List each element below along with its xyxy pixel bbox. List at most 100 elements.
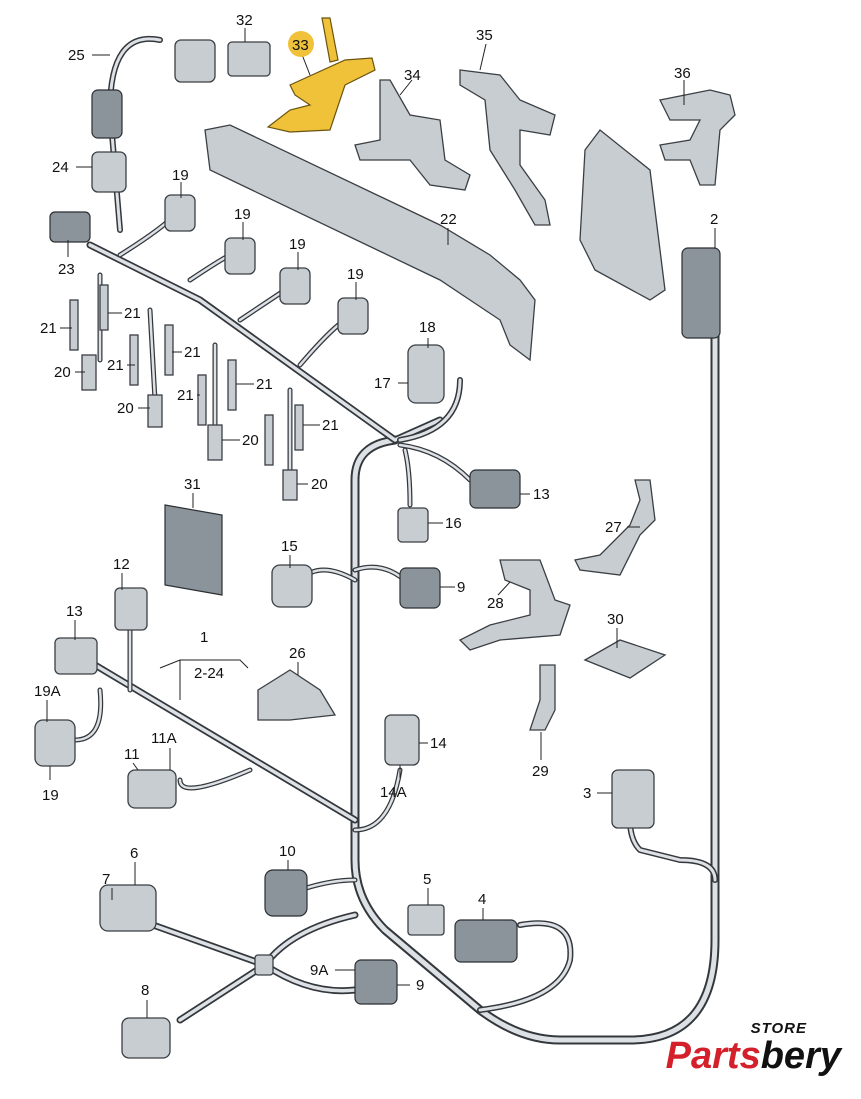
part-19-sensor-3	[279, 267, 311, 305]
part-19A-connector	[34, 719, 76, 767]
callout-13-right: 13	[533, 486, 550, 503]
callout-34: 34	[404, 67, 421, 84]
part-6-7-connector	[99, 884, 157, 932]
logo-name: Partsbery	[666, 1037, 841, 1075]
callout-21-b: 21	[124, 305, 141, 322]
callout-32: 32	[236, 12, 253, 29]
callout-13-left: 13	[66, 603, 83, 620]
part-8-connector	[121, 1017, 171, 1059]
part-30-plate	[583, 639, 667, 679]
callout-24: 24	[52, 159, 69, 176]
callout-15: 15	[281, 538, 298, 555]
callout-20-a: 20	[54, 364, 71, 381]
part-13-connector	[469, 469, 521, 509]
part-9A-connector	[354, 959, 398, 1005]
part-13-left-connector	[54, 637, 98, 675]
callout-19-b: 19	[234, 206, 251, 223]
part-28-bracket	[458, 559, 571, 651]
part-2-connector	[681, 247, 721, 339]
part-29-clip	[529, 664, 556, 731]
callout-19-d: 19	[347, 266, 364, 283]
logo-name-red: Parts	[665, 1035, 761, 1077]
callout-25: 25	[68, 47, 85, 64]
part-25-plug	[91, 89, 123, 139]
callout-5: 5	[423, 871, 431, 888]
callout-6: 6	[130, 845, 138, 862]
callout-27: 27	[605, 519, 622, 536]
callout-3: 3	[583, 785, 591, 802]
part-34-bracket	[354, 79, 471, 191]
callout-36: 36	[674, 65, 691, 82]
callout-21-c: 21	[107, 357, 124, 374]
part-19-sensor-1	[164, 194, 196, 232]
callout-17: 17	[374, 375, 391, 392]
callout-35: 35	[476, 27, 493, 44]
part-23-connector	[49, 211, 91, 243]
part-19-sensor-2	[224, 237, 256, 275]
callout-20-b: 20	[117, 400, 134, 417]
callout-19-c: 19	[289, 236, 306, 253]
callout-2-24: 2-24	[194, 665, 224, 682]
part-21-pin-2	[99, 284, 109, 331]
part-3-connector	[611, 769, 655, 829]
part-4-connector	[454, 919, 518, 963]
part-31-plate	[164, 504, 223, 596]
callout-30: 30	[607, 611, 624, 628]
callout-labels: 25 24 23 32 33 34 35 36 22 2 19 19 19 19…	[34, 12, 718, 999]
logo-store-text: STORE	[750, 1020, 807, 1037]
part-10-connector	[264, 869, 308, 917]
part-17-18-connector	[407, 344, 445, 404]
callout-33: 33	[292, 37, 309, 54]
part-5-bracket	[407, 904, 445, 936]
parts	[34, 17, 736, 1059]
part-9-connector	[399, 567, 441, 609]
part-33-tab	[321, 17, 339, 63]
part-24-connector	[91, 151, 127, 193]
callout-4: 4	[478, 891, 486, 908]
callout-22: 22	[440, 211, 457, 228]
part-21-pin-6	[227, 359, 237, 411]
part-21-pin-3	[129, 334, 139, 386]
part-36-bracket	[659, 89, 736, 186]
part-19-sensor-4	[337, 297, 369, 335]
callout-8: 8	[141, 982, 149, 999]
callout-11: 11	[124, 746, 140, 763]
callout-21-a: 21	[40, 320, 57, 337]
callout-21-g: 21	[322, 417, 339, 434]
callout-19-a: 19	[172, 167, 189, 184]
callout-31: 31	[184, 476, 201, 493]
part-21-pin-1	[69, 299, 79, 351]
callout-29: 29	[532, 763, 549, 780]
part-20-sleeve-3	[207, 424, 223, 461]
part-32-clip	[227, 41, 271, 77]
part-12-connector	[114, 587, 148, 631]
part-21-pin-5	[197, 374, 207, 426]
part-16-connector	[397, 507, 429, 543]
callout-9-lower: 9	[416, 977, 424, 994]
part-20-sleeve-4	[282, 469, 298, 501]
part-21-pin-8	[294, 404, 304, 451]
part-21-pin-4	[164, 324, 174, 376]
part-33-bracket	[266, 57, 376, 133]
splice-junction	[254, 954, 274, 976]
callout-11A: 11A	[151, 730, 177, 747]
callout-20-c: 20	[242, 432, 259, 449]
callout-16: 16	[445, 515, 462, 532]
callout-19A: 19A	[34, 683, 61, 700]
callout-9-upper: 9	[457, 579, 465, 596]
part-21-pin-7	[264, 414, 274, 466]
callout-7: 7	[102, 871, 110, 888]
part-14-connector	[384, 714, 420, 766]
part-35-bracket	[459, 69, 556, 226]
callout-21-f: 21	[256, 376, 273, 393]
callout-21-e: 21	[177, 387, 194, 404]
callout-28: 28	[487, 595, 504, 612]
callout-18: 18	[419, 319, 436, 336]
logo-name-black: bery	[760, 1035, 841, 1077]
callout-26: 26	[289, 645, 306, 662]
callout-1: 1	[200, 629, 208, 646]
callout-20-d: 20	[311, 476, 328, 493]
part-15-connector	[271, 564, 313, 608]
callout-19-lower: 19	[42, 787, 59, 804]
